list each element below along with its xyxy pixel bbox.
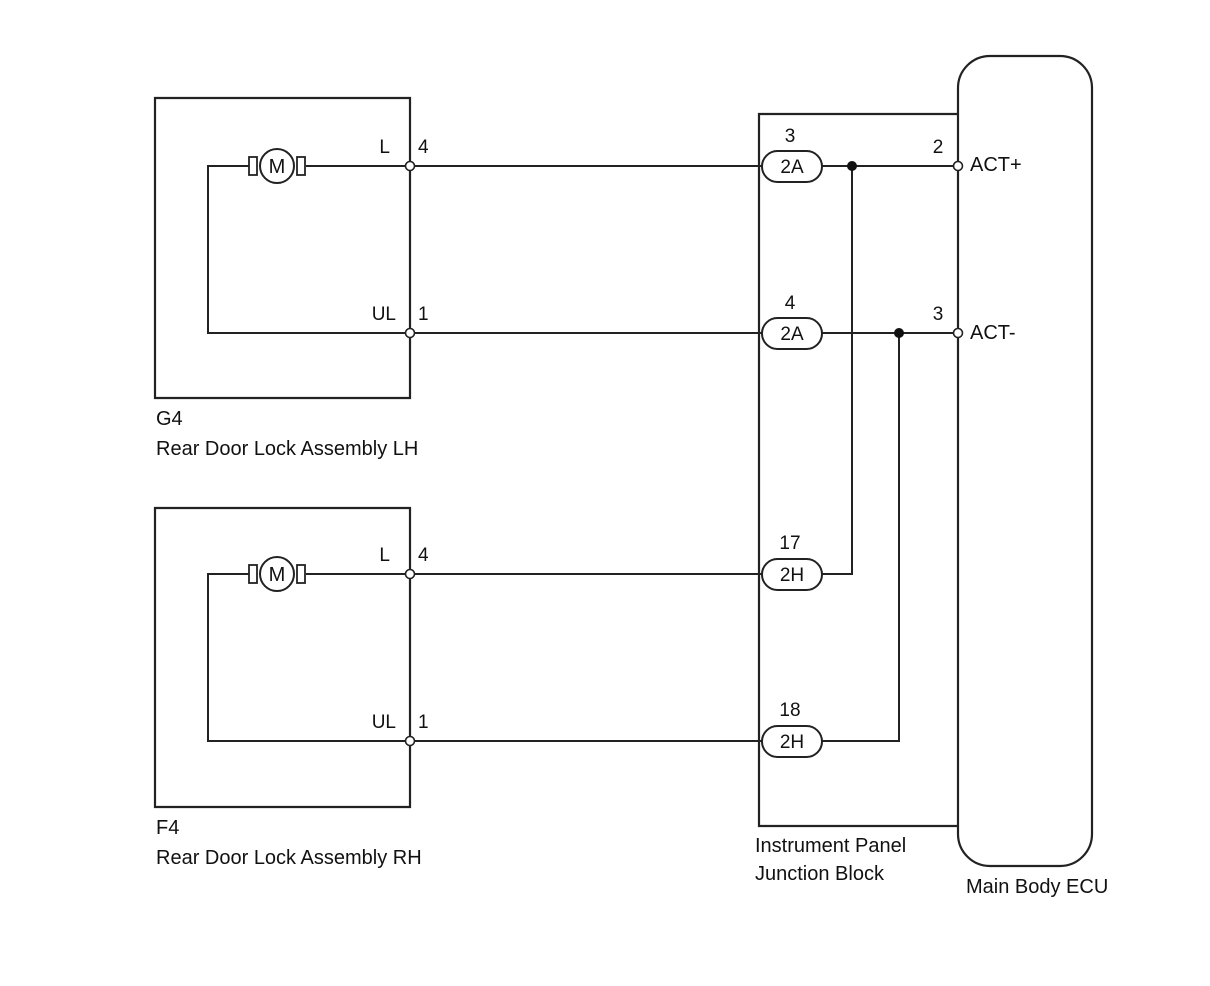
rh-terminal-l-node — [404, 568, 416, 580]
splice-act-plus — [847, 161, 857, 171]
lh-terminal-l-label: L — [379, 137, 390, 158]
rear-door-lock-rh: M L 4 UL 1 F4 Rear Door Lock Assembly RH — [153, 506, 429, 869]
instrument-panel-junction-block: 2A 3 2A 4 2H 17 2H 18 Instrument Panel J… — [755, 112, 958, 885]
rh-internal-wire — [207, 573, 410, 742]
rh-assembly-outline — [153, 506, 412, 809]
rh-assembly-code: F4 — [156, 817, 179, 839]
ecu-act-minus-signal: ACT- — [970, 322, 1016, 344]
connector-2h-pin18-id: 2H — [780, 732, 804, 753]
lh-assembly-code: G4 — [156, 408, 183, 430]
connector-2a-pin3-oval — [761, 150, 823, 183]
rh-terminal-l-label: L — [379, 545, 390, 566]
ecu-act-plus-signal: ACT+ — [970, 154, 1022, 176]
lh-terminal-ul-node — [404, 327, 416, 339]
splice-act-minus — [894, 328, 904, 338]
lh-motor-icon: M — [248, 148, 306, 184]
connector-2h-pin17-id: 2H — [780, 565, 804, 586]
jb-bridge-act-minus-to-2h18 — [822, 333, 900, 742]
ecu-act-minus-pin: 3 — [933, 304, 944, 325]
lh-terminal-l-pin: 4 — [418, 137, 429, 158]
connector-2h-pin17-oval — [761, 558, 823, 591]
rh-terminal-ul-label: UL — [372, 712, 396, 733]
lh-internal-wire — [207, 165, 410, 334]
junction-block-name-line1: Instrument Panel — [755, 835, 906, 857]
main-body-ecu: 2 ACT+ 3 ACT- Main Body ECU — [933, 54, 1108, 898]
ecu-act-minus-node — [952, 327, 964, 339]
lh-terminal-l-node — [404, 160, 416, 172]
connector-2a-pin3-id: 2A — [780, 157, 804, 178]
rh-terminal-l-pin: 4 — [418, 545, 429, 566]
rh-terminal-ul-node — [404, 735, 416, 747]
connector-2h-pin18-number: 18 — [779, 700, 800, 721]
lh-motor-symbol: M — [269, 156, 286, 178]
ecu-outline — [956, 54, 1094, 868]
connector-2h-pin18-oval — [761, 725, 823, 758]
rh-terminal-ul-pin: 1 — [418, 712, 429, 733]
rh-assembly-name: Rear Door Lock Assembly RH — [156, 847, 422, 869]
connector-2a-pin4-id: 2A — [780, 324, 804, 345]
lh-terminal-ul-label: UL — [372, 304, 396, 325]
connector-2a-pin3-number: 3 — [785, 126, 796, 147]
ecu-name: Main Body ECU — [966, 876, 1108, 898]
jb-bridge-act-plus-to-2h17 — [822, 166, 853, 575]
connector-2a-pin4-number: 4 — [785, 293, 796, 314]
rh-motor-icon: M — [248, 556, 306, 592]
junction-block-outline — [757, 112, 958, 828]
rear-door-lock-lh: M L 4 UL 1 G4 Rear Door Lock Assembly LH — [153, 96, 429, 460]
junction-block-name-line2: Junction Block — [755, 863, 885, 885]
rh-motor-symbol: M — [269, 564, 286, 586]
ecu-act-plus-node — [952, 160, 964, 172]
connector-2a-pin4-oval — [761, 317, 823, 350]
lh-assembly-name: Rear Door Lock Assembly LH — [156, 438, 418, 460]
ecu-act-plus-pin: 2 — [933, 137, 944, 158]
lh-assembly-outline — [153, 96, 412, 400]
lh-terminal-ul-pin: 1 — [418, 304, 429, 325]
connector-2h-pin17-number: 17 — [779, 533, 800, 554]
